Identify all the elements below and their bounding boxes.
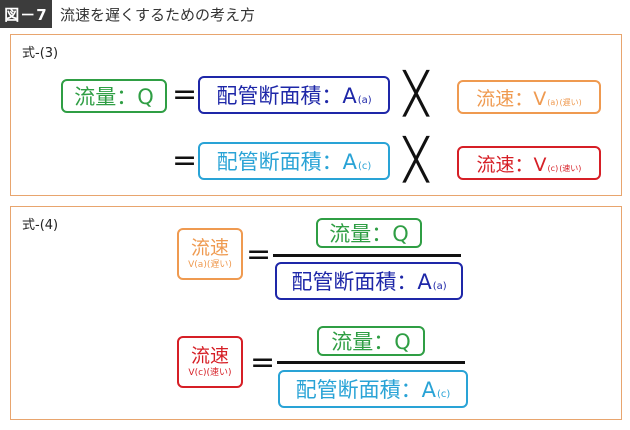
equals-sign-row1: =	[172, 77, 198, 112]
pipe-area-a-box: 配管断面積：A(a)	[198, 76, 390, 114]
velocity-fast-stack-label: 流速	[190, 345, 229, 367]
flow-rate-q-numerator-2-text: 流量：Q	[331, 330, 411, 354]
flow-rate-q-numerator-2: 流量：Q	[317, 326, 425, 356]
velocity-fast-stack-sub: V(c)(速い)	[188, 368, 232, 378]
figure-title: 流速を遅くするための考え方	[60, 6, 256, 24]
fraction-bar-2	[277, 361, 465, 364]
velocity-slow-stack-label: 流速	[190, 237, 229, 259]
equation-3-label: 式-(3)	[22, 46, 59, 61]
velocity-fast-box: 流速：V(c)(速い)	[457, 146, 601, 180]
pipe-area-a-denominator-subscript: (a)	[432, 280, 447, 292]
velocity-fast-subscript: (c)	[547, 163, 559, 173]
velocity-fast-text: 流速：V	[476, 153, 547, 176]
velocity-slow-text: 流速：V	[476, 87, 547, 110]
pipe-area-c-denominator-subscript: (c)	[437, 388, 451, 400]
velocity-slow-subscript: (a)	[547, 97, 559, 107]
flow-rate-q-numerator-1: 流量：Q	[316, 218, 422, 248]
equals-sign-frac2: =	[250, 345, 276, 380]
velocity-slow-box: 流速：V(a)(遅い)	[457, 80, 601, 114]
velocity-slow-stack-sub: V(a)(遅い)	[188, 260, 232, 270]
flow-rate-q-text: 流量：Q	[74, 85, 154, 109]
velocity-fast-note: (速い)	[559, 163, 582, 173]
fraction-bar-1	[273, 254, 461, 257]
pipe-area-c-subscript: (c)	[358, 160, 372, 172]
multiply-sign-row1: ╳	[404, 71, 429, 117]
equation-4-label: 式-(4)	[22, 218, 59, 233]
equals-sign-frac1: =	[246, 237, 272, 272]
equals-sign-row2: =	[172, 143, 198, 178]
pipe-area-a-denominator-text: 配管断面積：A	[291, 270, 432, 294]
velocity-slow-stack-box: 流速 V(a)(遅い)	[177, 228, 243, 280]
velocity-slow-note: (遅い)	[559, 97, 582, 107]
pipe-area-c-text: 配管断面積：A	[216, 150, 358, 174]
velocity-fast-stack-box: 流速 V(c)(速い)	[177, 336, 243, 388]
pipe-area-a-denominator: 配管断面積：A(a)	[275, 262, 463, 300]
pipe-area-a-text: 配管断面積：A	[216, 84, 357, 108]
figure-number-tag: 図－7	[0, 0, 52, 28]
pipe-area-c-denominator-text: 配管断面積：A	[295, 378, 437, 402]
pipe-area-c-denominator: 配管断面積：A(c)	[278, 370, 468, 408]
flow-rate-q-numerator-1-text: 流量：Q	[329, 222, 409, 246]
multiply-sign-row2: ╳	[404, 137, 429, 183]
flow-rate-q-box: 流量：Q	[61, 79, 167, 113]
pipe-area-a-subscript: (a)	[357, 94, 372, 106]
pipe-area-c-box: 配管断面積：A(c)	[198, 142, 390, 180]
